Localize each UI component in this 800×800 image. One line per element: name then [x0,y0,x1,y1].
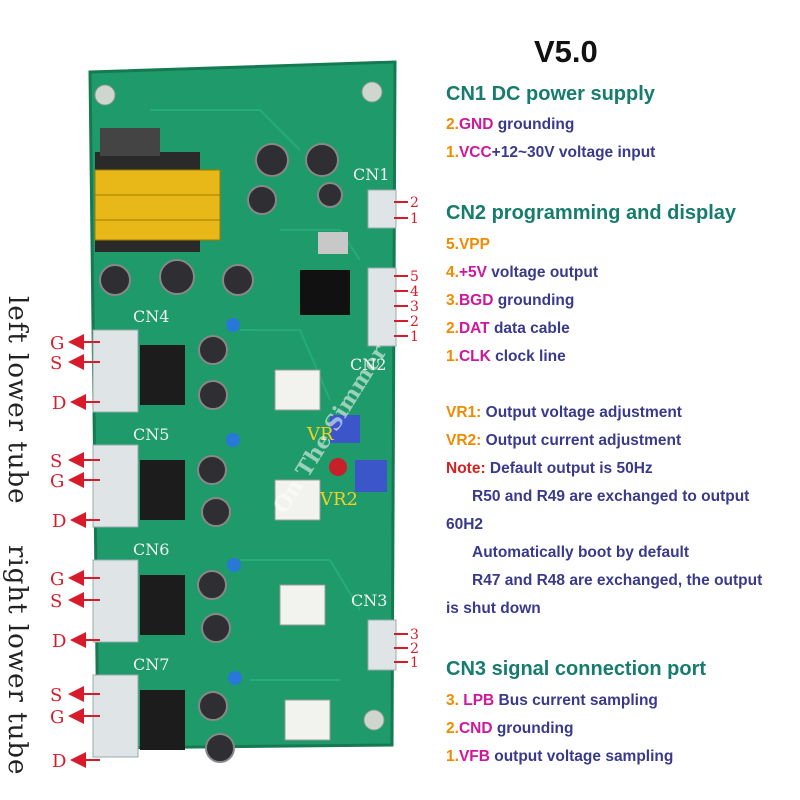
connector-cn2 [367,267,397,347]
gate-pin-label: S [50,685,62,706]
cn2-heading: CN2 programming and display [446,202,737,224]
gate-pin-label: G [50,333,64,354]
mounting-hole [94,84,116,106]
label-cn7: CN7 [133,655,169,674]
mosfet [140,575,185,635]
vr1-note: VR1: Output voltage adjustment [446,404,682,421]
optocoupler [284,699,331,741]
vr2-note: VR2: Output current adjustment [446,432,682,449]
cn3-pin-label: 2 [410,641,419,657]
connector-cn3 [367,619,397,671]
label-vr2: VR2 [319,489,358,510]
cn1-heading: CN1 DC power supply [446,83,655,105]
gate-pin-label: S [50,591,62,612]
note-line: 60H2 [446,516,484,533]
left-lower-tube-label: left lower tube [2,296,32,505]
mosfet [140,345,185,405]
cn3-pin-label: 1 [410,655,419,671]
gate-pin-label: D [52,751,66,772]
gate-pin-label: G [50,707,64,728]
cn1-pin-label: 1 [410,211,419,227]
right-lower-tube-label: right lower tube [2,545,32,776]
mosfet [140,690,185,750]
ic-chip [300,270,350,315]
pcb-board-photo: CN1 CN2 CN3 CN4 CN5 CN6 CN7 VR VR2 2 1 5… [50,60,419,772]
gate-pin-label: G [50,471,64,492]
mounting-hole [363,709,385,731]
gate-pin-label: D [52,393,66,414]
gate-pin-label: D [52,631,66,652]
cn2-pin-label: 5 [410,269,419,285]
mosfet [140,460,185,520]
transformer [94,128,221,252]
label-vr1: VR [306,424,334,445]
optocoupler [274,369,321,411]
cn2-pin-label: 2 [410,314,419,330]
gate-pin-label: D [52,511,66,532]
cn3-item: 3. LPB Bus current sampling [446,692,658,709]
optocoupler [274,479,321,521]
cn1-item: 1.VCC+12~30V voltage input [446,144,656,161]
note-line: is shut down [446,600,541,617]
note-line: R47 and R48 are exchanged, the output [472,572,763,589]
gate-pin-label: G [50,569,64,590]
cn2-pin-label: 1 [410,329,419,345]
cn2-item: 1.CLK clock line [446,348,566,365]
cn3-heading: CN3 signal connection port [446,658,707,680]
potentiometer-vr1 [330,415,360,443]
led [329,458,347,476]
cn2-item: 3.BGD grounding [446,292,575,309]
cn2-pin-label: 3 [410,299,419,315]
note-line: Automatically boot by default [472,544,690,561]
cn1-item: 2.GND grounding [446,116,575,133]
label-cn3: CN3 [351,591,387,610]
potentiometer-vr2 [355,460,387,492]
note-line: R50 and R49 are exchanged to output [472,488,750,505]
connector-cn7 [92,674,139,758]
label-cn5: CN5 [133,425,169,444]
gate-pin-label: S [50,353,62,374]
cn1-pin-label: 2 [410,195,419,211]
cn2-pin-label: 4 [410,284,419,300]
electrolytic-capacitors [99,143,343,763]
connector-cn5 [92,444,139,528]
cn2-item: 5.VPP [446,236,490,253]
connector-cn6 [92,559,139,643]
cn3-item: 1.VFB output voltage sampling [446,748,674,765]
crystal [318,232,348,254]
cn2-item: 2.DAT data cable [446,320,570,337]
gate-pin-label: S [50,451,62,472]
label-cn6: CN6 [133,540,169,559]
mounting-hole [361,81,383,103]
version-title: V5.0 [534,34,598,69]
label-cn4: CN4 [133,307,169,326]
connector-cn4 [92,329,139,413]
cn2-item: 4.+5V voltage output [446,264,599,281]
cn3-pin-label: 3 [410,627,419,643]
cn3-item: 2.CND grounding [446,720,574,737]
label-cn1: CN1 [353,165,389,184]
optocoupler [279,584,326,626]
default-frequency-note: Note: Default output is 50Hz [446,460,653,477]
connector-cn1 [367,189,397,229]
label-cn2: CN2 [350,355,386,374]
